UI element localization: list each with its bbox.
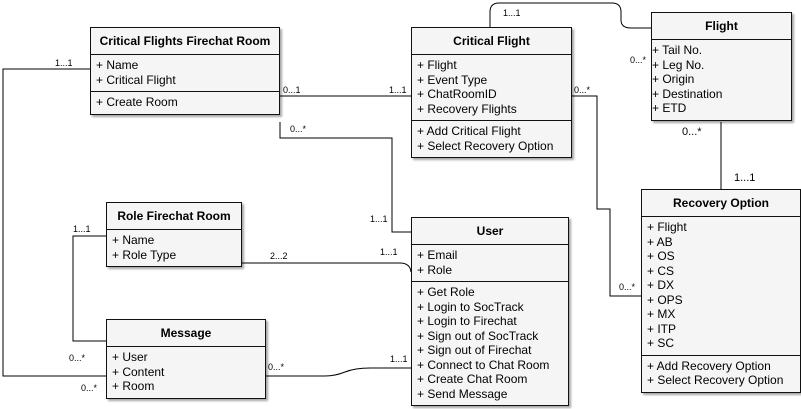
operation: + Get Role <box>417 285 475 299</box>
attributes-section: + Email + Role <box>412 245 568 281</box>
operation: + Select Recovery Option <box>647 373 784 387</box>
attributes-section: + User + Content + Room <box>107 347 265 398</box>
operations-section: + Add Recovery Option + Select Recovery … <box>642 354 800 392</box>
attribute: + Room <box>112 379 155 393</box>
attribute: + MX <box>647 307 676 321</box>
assoc-message-user <box>266 367 411 377</box>
multiplicity-label: 1...1 <box>734 172 756 184</box>
multiplicity-label: 1...1 <box>55 58 73 68</box>
attributes-section: + Name + Role Type <box>107 230 241 266</box>
operations-section: + Get Role + Login to SocTrack + Login t… <box>412 281 568 405</box>
assoc-criticalflight-recovery <box>572 95 641 297</box>
multiplicity-label: 1...1 <box>380 247 398 257</box>
attribute: + AB <box>647 234 673 249</box>
attribute: + CS <box>647 263 675 278</box>
multiplicity-label: 0...* <box>81 383 98 393</box>
operation: + Create Chat Room <box>417 372 528 386</box>
operation: + Sign out of Firechat <box>417 343 532 357</box>
operation: + Send Message <box>417 386 508 401</box>
attribute: + User <box>112 350 148 364</box>
class-name: Flight <box>652 13 791 40</box>
attribute: + ETD <box>652 101 687 115</box>
multiplicity-label: 0...* <box>69 353 86 363</box>
operation: + Sign out of SocTrack <box>417 328 539 343</box>
attribute: + ITP <box>647 321 677 336</box>
class-recovery-option[interactable]: Recovery Option + Flight + AB + OS + CS … <box>641 189 801 393</box>
operations-section: + Create Room <box>91 91 279 114</box>
operation: + Add Recovery Option <box>647 358 771 373</box>
class-name: Role Firechat Room <box>107 203 241 230</box>
class-name: Message <box>107 320 265 347</box>
attribute: + SC <box>647 336 675 350</box>
class-flight[interactable]: Flight + Tail No. + Leg No. + Origin + D… <box>651 12 792 121</box>
operation: + Create Room <box>96 95 178 109</box>
operation: + Select Recovery Option <box>417 138 554 153</box>
multiplicity-label: 0...* <box>619 282 636 292</box>
attribute: + Name <box>112 233 155 247</box>
class-name: User <box>412 218 568 245</box>
multiplicity-label: 0...* <box>682 126 702 138</box>
attribute: + OS <box>647 249 675 263</box>
attribute: + Recovery Flights <box>417 101 517 116</box>
operation: + Login to SocTrack <box>417 299 524 314</box>
attributes-section: + Name + Critical Flight <box>91 55 279 91</box>
operation: + Login to Firechat <box>417 314 517 328</box>
multiplicity-label: 1...1 <box>390 354 408 364</box>
operations-section: + Add Critical Flight + Select Recovery … <box>412 120 571 157</box>
attribute: + Origin <box>652 72 695 86</box>
multiplicity-label: 0...* <box>268 362 285 372</box>
multiplicity-label: 0...* <box>574 85 591 95</box>
multiplicity-label: 1...1 <box>503 8 521 18</box>
attributes-section: + Tail No. + Leg No. + Origin + Destinat… <box>652 40 791 120</box>
class-message[interactable]: Message + User + Content + Room <box>106 319 266 399</box>
attribute: + Leg No. <box>652 57 705 72</box>
attribute: + Tail No. <box>652 43 703 57</box>
attribute: + Flight <box>647 220 687 234</box>
multiplicity-label: 0...* <box>630 55 647 65</box>
class-name: Critical Flights Firechat Room <box>91 28 279 55</box>
attribute: + Name <box>96 58 139 72</box>
attribute: + Role <box>417 262 453 277</box>
attribute: + Flight <box>417 58 457 72</box>
multiplicity-label: 2...2 <box>270 251 288 261</box>
attribute: + DX <box>647 278 675 292</box>
multiplicity-label: 1...1 <box>370 214 388 224</box>
attribute: + Role Type <box>112 247 177 262</box>
class-user[interactable]: User + Email + Role + Get Role + Login t… <box>411 217 569 406</box>
class-critical-flights-firechat-room[interactable]: Critical Flights Firechat Room + Name + … <box>90 27 280 115</box>
attribute: + Event Type <box>417 72 488 87</box>
attribute: + Critical Flight <box>96 72 176 87</box>
multiplicity-label: 0...1 <box>283 85 301 95</box>
class-name: Recovery Option <box>642 190 800 217</box>
assoc-cfcr-message <box>2 68 106 377</box>
attribute: + Email <box>417 248 458 262</box>
attributes-section: + Flight + Event Type + ChatRoomID + Rec… <box>412 55 571 120</box>
attribute: + Destination <box>652 86 723 101</box>
assoc-role-message <box>72 235 106 342</box>
class-critical-flight[interactable]: Critical Flight + Flight + Event Type + … <box>411 27 572 158</box>
multiplicity-label: 1...1 <box>73 224 91 234</box>
assoc-cfcr-user <box>279 122 411 233</box>
attributes-section: + Flight + AB + OS + CS + DX + OPS + MX … <box>642 217 800 355</box>
assoc-criticalflight-flight <box>489 2 651 29</box>
multiplicity-label: 1...1 <box>389 85 407 95</box>
operation: + Connect to Chat Room <box>417 357 550 372</box>
attribute: + OPS <box>647 292 683 307</box>
operation: + Add Critical Flight <box>417 124 521 138</box>
attribute: + Content <box>112 364 165 379</box>
class-role-firechat-room[interactable]: Role Firechat Room + Name + Role Type <box>106 202 242 267</box>
class-name: Critical Flight <box>412 28 571 55</box>
attribute: + ChatRoomID <box>417 87 497 101</box>
assoc-role-user <box>242 262 412 273</box>
multiplicity-label: 0...* <box>290 124 307 134</box>
